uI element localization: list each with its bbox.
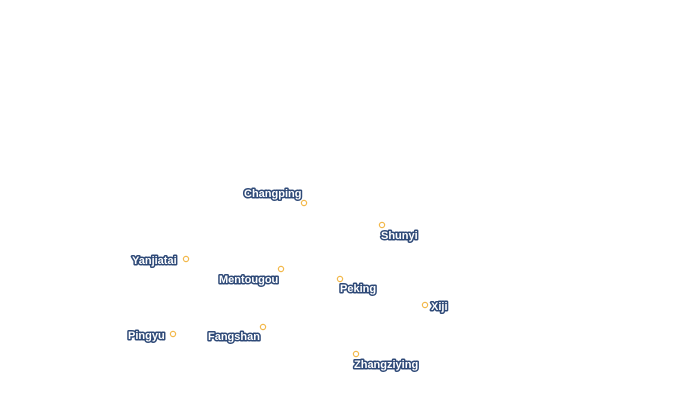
place-yanjiatai[interactable]: Yanjiatai (131, 254, 190, 269)
place-fangshan[interactable]: Fangshan (207, 323, 267, 345)
ring-marker-icon[interactable] (352, 350, 360, 358)
place-changping[interactable]: Changping (243, 187, 308, 207)
ring-marker-icon[interactable] (277, 265, 285, 273)
place-label: Pingyu (128, 330, 165, 342)
place-label: Peking (340, 283, 376, 295)
ring-marker-icon[interactable] (378, 221, 386, 229)
ring-marker-icon[interactable] (300, 199, 308, 207)
place-label: Yanjiatai (132, 255, 177, 267)
place-peking[interactable]: Peking (336, 275, 378, 297)
place-label: Fangshan (208, 331, 260, 343)
place-xiji[interactable]: Xiji (421, 300, 449, 315)
ring-marker-icon[interactable] (421, 301, 429, 309)
place-mentougou[interactable]: Mentougou (218, 265, 285, 288)
place-label: Shunyi (381, 230, 418, 242)
place-pingyu[interactable]: Pingyu (127, 329, 177, 344)
ring-marker-icon[interactable] (169, 330, 177, 338)
place-label: Mentougou (219, 274, 278, 286)
ring-marker-icon[interactable] (182, 255, 190, 263)
ring-marker-icon[interactable] (336, 275, 344, 283)
place-zhangziying[interactable]: Zhangziying (352, 350, 420, 373)
place-shunyi[interactable]: Shunyi (378, 221, 419, 244)
place-label: Zhangziying (354, 359, 418, 371)
place-label: Xiji (431, 301, 448, 313)
place-label: Changping (244, 188, 301, 200)
ring-marker-icon[interactable] (259, 323, 267, 331)
